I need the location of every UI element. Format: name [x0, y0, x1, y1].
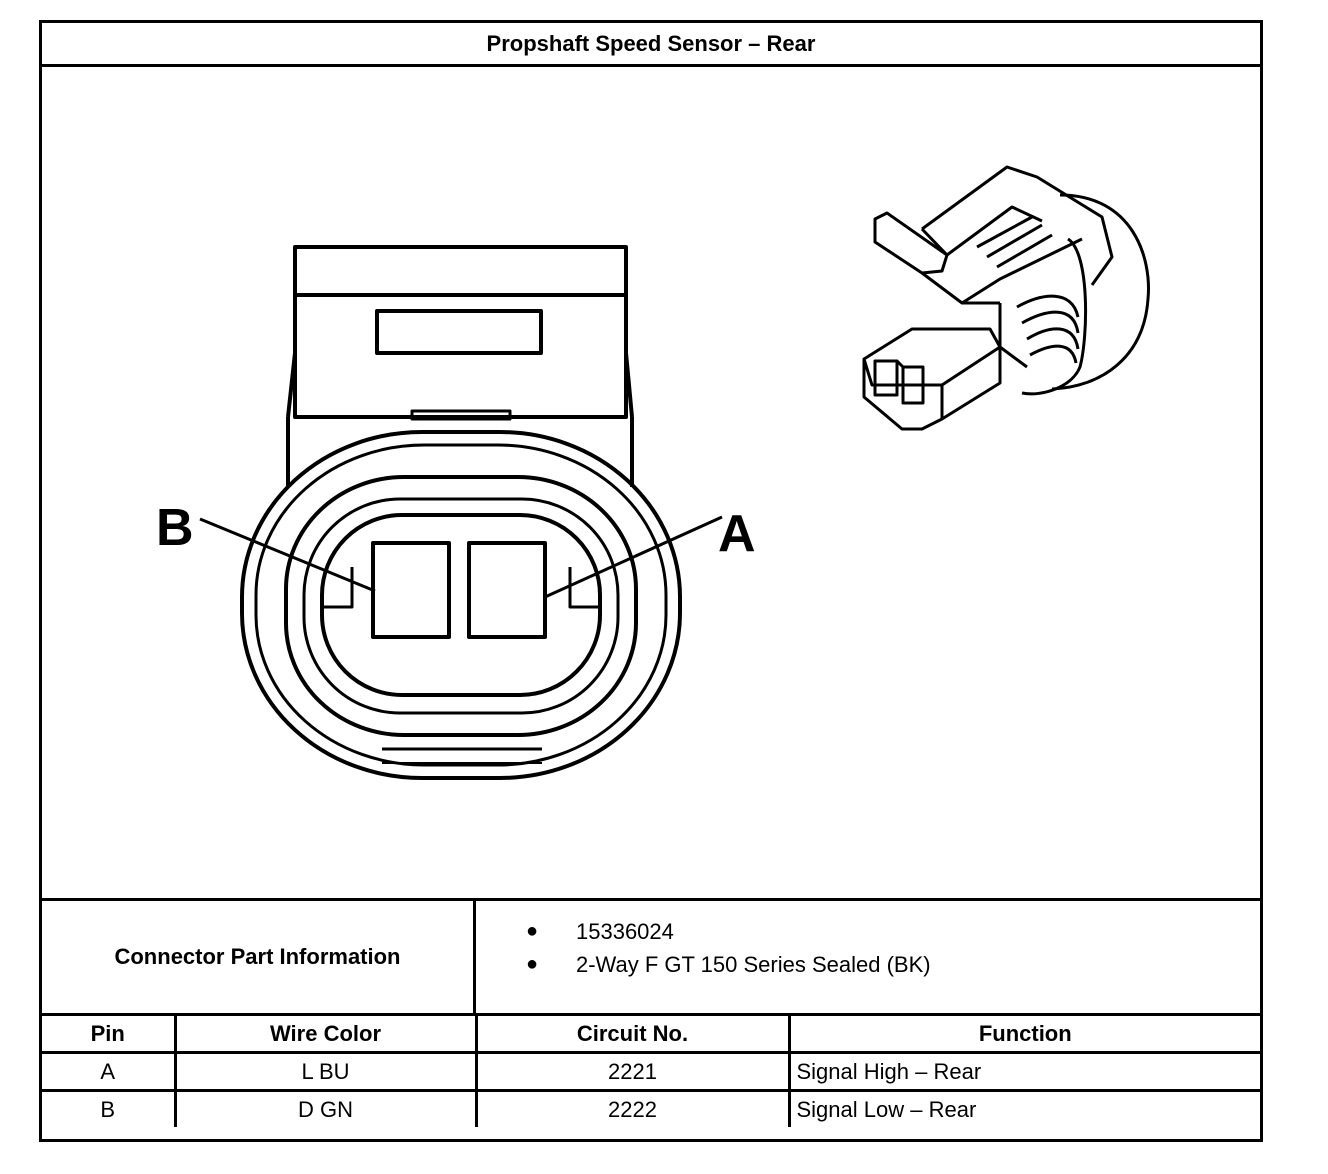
pin-b-label: B — [156, 499, 194, 557]
pin-a-cavity — [467, 541, 547, 639]
connector-isometric-view — [862, 165, 1150, 431]
bullet-icon: ● — [526, 920, 539, 942]
cell-function: Signal High – Rear — [787, 1051, 1260, 1092]
connector-body — [240, 430, 682, 780]
table-row: B D GN 2222 Signal Low – Rear — [42, 1089, 1260, 1127]
latch-block — [286, 245, 634, 487]
header-circuit-no: Circuit No. — [474, 1016, 791, 1054]
connector-info-label: Connector Part Information — [42, 901, 476, 1013]
cell-wire-color: L BU — [173, 1051, 478, 1092]
pin-a-label: A — [718, 505, 756, 563]
list-item: ● 15336024 — [526, 915, 1260, 948]
pinout-table: Pin Wire Color Circuit No. Function A L … — [42, 1016, 1260, 1127]
connector-description: 2-Way F GT 150 Series Sealed (BK) — [576, 951, 931, 977]
connector-figure: B A — [42, 67, 1260, 898]
pin-a-leader — [544, 515, 723, 599]
header-function: Function — [787, 1016, 1260, 1054]
page-title: Propshaft Speed Sensor – Rear — [42, 23, 1260, 67]
cell-circuit: 2222 — [474, 1089, 791, 1127]
cell-pin: B — [42, 1089, 177, 1127]
cell-pin: A — [42, 1051, 177, 1092]
bullet-icon: ● — [526, 953, 539, 975]
cell-wire-color: D GN — [173, 1089, 478, 1127]
part-number: 15336024 — [576, 918, 674, 944]
connector-sheet: Propshaft Speed Sensor – Rear — [39, 20, 1263, 1142]
list-item: ● 2-Way F GT 150 Series Sealed (BK) — [526, 948, 1260, 981]
cell-function: Signal Low – Rear — [787, 1089, 1260, 1127]
connector-part-info: Connector Part Information ● 15336024 ● … — [42, 898, 1260, 1016]
connector-diagram: B A — [156, 165, 1150, 780]
header-pin: Pin — [42, 1016, 177, 1054]
table-row: A L BU 2221 Signal High – Rear — [42, 1051, 1260, 1092]
cell-circuit: 2221 — [474, 1051, 791, 1092]
pin-b-leader — [199, 517, 376, 593]
table-header-row: Pin Wire Color Circuit No. Function — [42, 1016, 1260, 1054]
pin-b-cavity — [371, 541, 451, 639]
header-wire-color: Wire Color — [173, 1016, 478, 1054]
connector-info-list: ● 15336024 ● 2-Way F GT 150 Series Seale… — [476, 901, 1260, 1013]
